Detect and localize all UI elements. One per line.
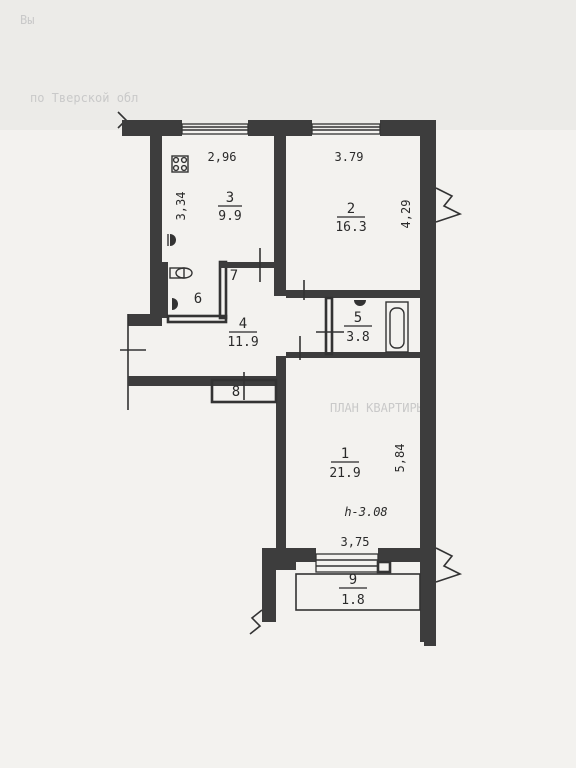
wall-room1-top [286,352,420,358]
room-3-area: 9.9 [218,209,241,224]
wall-balcony-break [249,609,263,635]
room-7-number: 7 [230,268,238,284]
wall-room1-bottom-left [276,548,316,562]
wall-right [420,120,436,642]
wall-kitchen-room2 [274,136,286,296]
wall-bath-left [324,296,334,356]
room-label-9: 9 1.8 [339,572,367,608]
wall-top-left [122,120,182,136]
bathtub-icon [385,301,409,353]
wall-wc-right [218,260,228,320]
faint-text-line-3: ПЛАН КВАРТИРЫ [330,401,424,415]
room-label-1: 1 21.9 [329,446,360,481]
paper-shade [0,0,576,130]
bath-sink-icon [354,300,366,306]
dim-room1-depth: 5,84 [393,444,407,473]
room-8-number: 8 [232,384,240,400]
room-2-area: 16.3 [335,220,366,235]
dim-room3-depth: 3,34 [174,192,188,221]
room-9-number: 9 [349,572,357,588]
exterior-walls [117,111,463,642]
bottom-walls [249,548,436,646]
room-1-number: 1 [341,446,349,462]
wall-right-break-top [435,187,463,223]
washbasin-icon [172,298,178,310]
dim-room1-width: 3,75 [341,535,370,549]
wall-top-mid [248,120,312,136]
room-label-4: 4 11.9 [227,316,258,350]
wall-balcony-left [262,548,276,622]
ceiling-height: h-3.08 [344,505,387,519]
dim-room2-depth: 4,29 [399,200,413,229]
wall-left-hall-bottom [128,376,278,386]
wall-wc-bottom [166,314,228,324]
dim-room3-width: 2,96 [208,150,237,164]
window-kitchen [181,123,249,135]
room-5-area: 3.8 [346,330,369,345]
dim-room2-width: 3.79 [335,150,364,164]
interior-walls [162,136,420,550]
toilet-icon [169,267,193,279]
sink-icon [167,234,176,246]
room-6-number: 6 [194,291,202,307]
wall-wc-left [162,262,168,318]
balcony-outline [295,573,421,611]
room-1-area: 21.9 [329,466,360,481]
wall-right-break-bottom [435,547,463,583]
window-room-2 [311,123,381,135]
room-3-number: 3 [226,190,234,206]
room-9-area: 1.8 [341,593,364,608]
wall-room2-bottom [286,290,420,298]
faint-text-line-1: Вы [20,13,34,27]
wall-left-hall-top [128,314,162,326]
room-4-number: 4 [239,316,247,332]
room-label-3: 3 9.9 [218,190,242,224]
wall-balcony-right [376,560,392,574]
wall-closet7 [220,262,276,268]
window-room-1 [315,553,379,573]
wall-hall-room1 [276,356,286,550]
wall-right-lower [424,560,436,646]
room-label-5: 5 3.8 [344,310,372,345]
wall-left-break [120,314,146,410]
stove-icon [171,155,189,173]
room-5-number: 5 [354,310,362,326]
room-4-area: 11.9 [227,335,258,350]
faint-text-line-2: по Тверской обл [30,91,138,105]
wall-balcony-top-left [276,562,296,570]
wall-room1-bottom-right [378,548,420,562]
room-2-number: 2 [347,201,355,217]
room-label-2: 2 16.3 [335,201,366,235]
wall-left-kitchen [150,136,162,314]
